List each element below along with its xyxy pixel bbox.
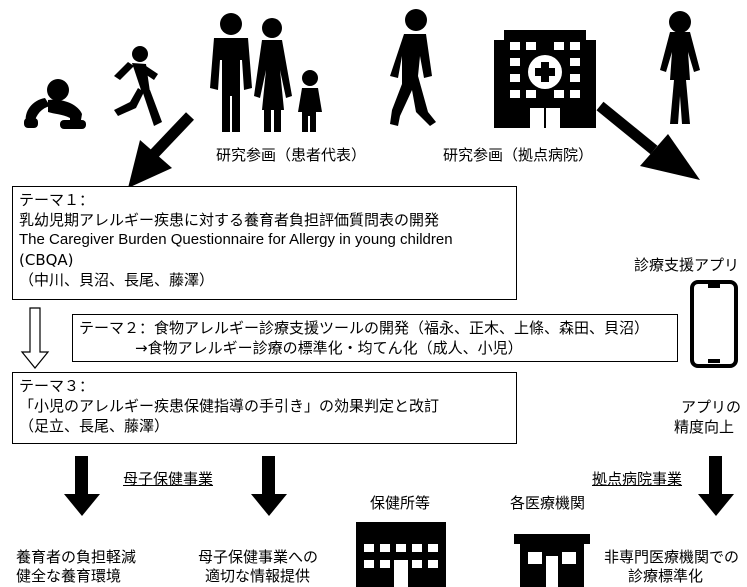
outcome3-line2: 診療標準化 [628, 567, 704, 585]
theme3-box: テーマ３： 「小児のアレルギー疾患保健指導の手引き」の効果判定と改訂 （足立、長… [12, 372, 517, 444]
walking-person-icon [390, 9, 436, 126]
outcome3-line1: 非専門医療機関での [604, 548, 740, 566]
outcome1-line1: 養育者の負担軽減 [16, 548, 137, 566]
theme1-box: テーマ１： 乳幼児期アレルギー疾患に対する養育者負担評価質問表の開発 The C… [12, 186, 517, 300]
down-arrow-1 [64, 456, 100, 516]
running-child-icon [114, 46, 162, 126]
arrow-left-down [128, 112, 194, 188]
theme3-title: 「小児のアレルギー疾患保健指導の手引き」の効果判定と改訂 [19, 397, 440, 415]
down-arrow-3 [698, 456, 734, 516]
hospital-icon [494, 30, 596, 128]
standing-woman-icon [660, 11, 700, 124]
hub-program-label: 拠点病院事業 [592, 470, 683, 488]
baby-icon [24, 79, 86, 129]
health-center-icon [356, 522, 446, 587]
health-center-label: 保健所等 [370, 494, 431, 512]
family-icon [210, 13, 322, 132]
theme3-members: （足立、長尾、藤澤） [19, 417, 170, 435]
theme2-box: テーマ２：食物アレルギー診療支援ツールの開発（福永、正木、上條、森田、貝沼） →… [72, 314, 678, 362]
theme2-line2: →食物アレルギー診療の標準化・均てん化（成人、小児） [135, 339, 523, 357]
outcome2-line2: 適切な情報提供 [205, 567, 311, 585]
arrow-right-down [596, 101, 700, 180]
clinic-icon [514, 534, 590, 587]
patient-participation-label: 研究参画（患者代表） [216, 146, 367, 164]
down-arrow-2 [251, 456, 287, 516]
app-improve-line2: 精度向上 [674, 418, 735, 436]
hollow-down-arrow [20, 307, 50, 369]
hospital-participation-label: 研究参画（拠点病院） [443, 146, 594, 164]
theme1-title: 乳幼児期アレルギー疾患に対する養育者負担評価質問表の開発 [19, 211, 440, 229]
outcome2-line1: 母子保健事業への [198, 548, 319, 566]
app-improve-line1: アプリの [681, 398, 742, 416]
app-label: 診療支援アプリ [634, 256, 740, 274]
theme1-members: （中川、貝沼、長尾、藤澤） [19, 271, 215, 289]
theme1-english-title: The Caregiver Burden Questionnaire for A… [19, 231, 453, 248]
theme1-abbrev: (CBQA) [19, 251, 74, 269]
theme2-line1: テーマ２：食物アレルギー診療支援ツールの開発（福永、正木、上條、森田、貝沼） [79, 319, 650, 337]
outcome1-line2: 健全な養育環境 [16, 567, 122, 585]
medical-institutions-label: 各医療機関 [510, 494, 586, 512]
theme1-header: テーマ１： [19, 191, 95, 209]
smartphone-icon [690, 280, 738, 368]
maternal-program-label: 母子保健事業 [123, 470, 214, 488]
theme3-header: テーマ３： [19, 377, 95, 395]
